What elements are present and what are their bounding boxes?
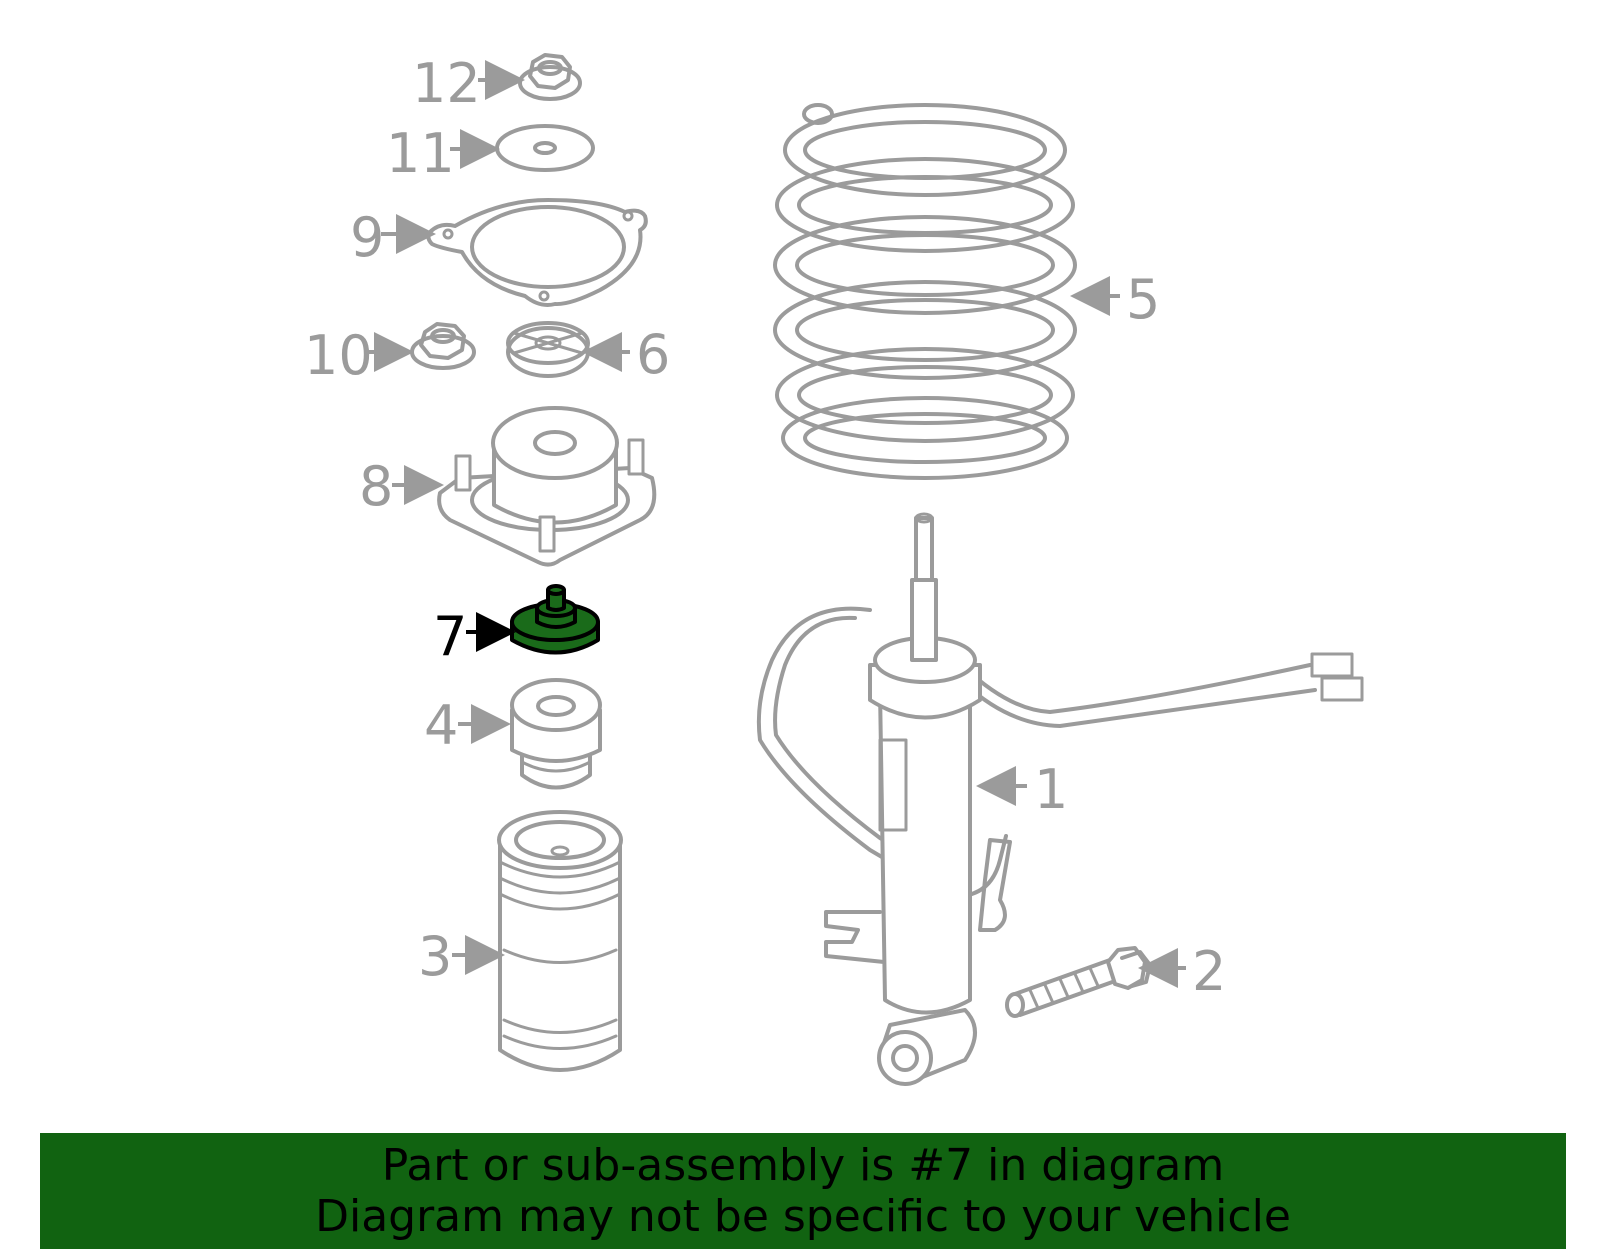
- callout-6-label: 6: [636, 323, 670, 386]
- part-6-bushing: [506, 321, 590, 378]
- callout-3-label: 3: [418, 925, 452, 988]
- part-12-nut: [518, 53, 582, 101]
- part-8-strut-mount: [437, 406, 657, 567]
- callout-2-label: 2: [1192, 940, 1226, 1003]
- part-5-coil-spring: [773, 103, 1077, 480]
- part-4-bump-stop: [510, 678, 602, 790]
- part-1-strut-assembly: [756, 512, 1364, 1086]
- callout-8-label: 8: [359, 455, 393, 518]
- callout-12-label: 12: [412, 52, 481, 115]
- callout-11-label: 11: [386, 122, 455, 185]
- callout-9-label: 9: [350, 206, 384, 269]
- part-3-dust-boot: [497, 810, 623, 1072]
- banner-line-2: Diagram may not be specific to your vehi…: [315, 1191, 1291, 1242]
- part-info-banner: Part or sub-assembly is #7 in diagram Di…: [40, 1133, 1566, 1249]
- callout-4-label: 4: [424, 694, 458, 757]
- part-10-nut: [410, 322, 476, 370]
- part-2-bolt: [1005, 946, 1152, 1018]
- banner-line-1: Part or sub-assembly is #7 in diagram: [381, 1140, 1225, 1191]
- callout-7-label: 7: [433, 605, 467, 668]
- part-11-washer: [495, 124, 595, 172]
- callout-5-label: 5: [1126, 268, 1160, 331]
- callout-1-label: 1: [1034, 758, 1068, 821]
- callout-10-label: 10: [304, 324, 373, 387]
- part-7-bump-cap: [510, 584, 600, 655]
- part-9-mount-plate: [426, 198, 648, 307]
